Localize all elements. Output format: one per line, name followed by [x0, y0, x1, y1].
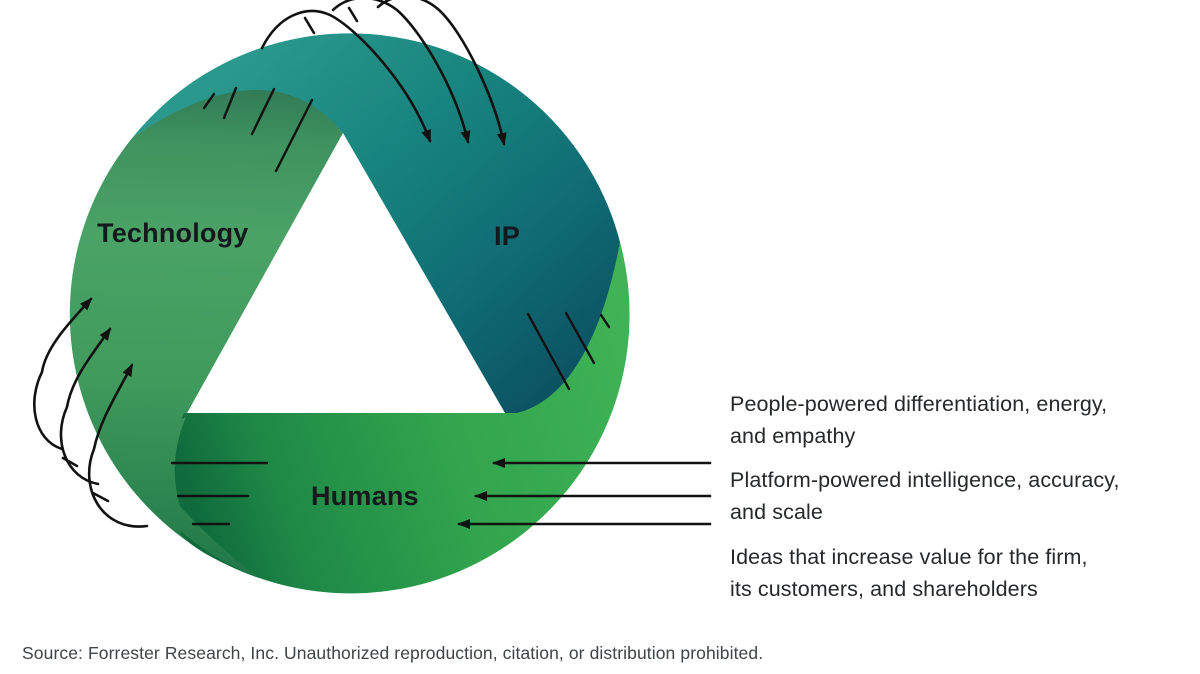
note-line: Ideas that increase value for the firm,	[730, 545, 1088, 569]
ribbon-loop	[69, 33, 630, 594]
humans-hatch-marks	[170, 461, 269, 526]
note-line: its customers, and shareholders	[730, 577, 1038, 601]
technology-hatch-marks	[202, 86, 314, 173]
band-technology-fold-over	[116, 417, 259, 578]
ip-label: IP	[494, 221, 520, 251]
note-line: and empathy	[730, 424, 856, 448]
note-people-powered: People-powered differentiation, energy, …	[730, 388, 1107, 452]
note-platform-powered: Platform-powered intelligence, accuracy,…	[730, 464, 1120, 528]
technology-label: Technology	[97, 218, 249, 248]
humans-label: Humans	[311, 481, 419, 511]
ip-hatch-marks	[526, 311, 611, 391]
band-ip	[133, 33, 620, 413]
left-curved-arrows-icon	[33, 297, 149, 528]
right-arrows-icon	[457, 458, 712, 529]
ribbon-diagram	[33, 0, 712, 594]
band-humans	[171, 242, 630, 594]
note-ideas-value: Ideas that increase value for the firm, …	[730, 541, 1088, 605]
note-line: People-powered differentiation, energy,	[730, 392, 1108, 416]
top-curved-arrows-icon	[260, 0, 507, 146]
source-attribution: Source: Forrester Research, Inc. Unautho…	[22, 643, 764, 663]
note-line: and scale	[730, 500, 823, 524]
note-line: Platform-powered intelligence, accuracy,	[730, 468, 1120, 492]
